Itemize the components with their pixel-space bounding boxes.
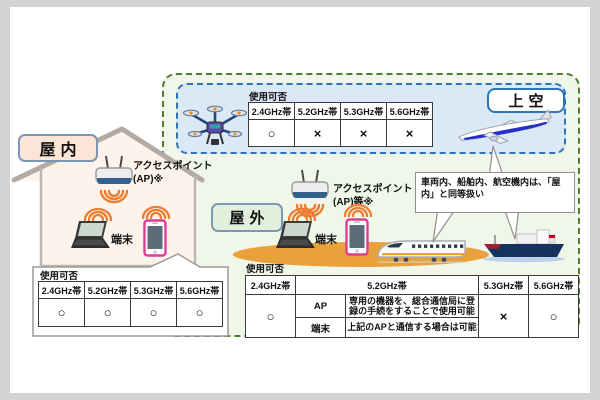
train-icon: [377, 240, 466, 263]
indoor-usage-title: 使用可否: [40, 271, 79, 282]
band-header-cell: 5.2GHz帯: [294, 102, 341, 120]
usage-value-cell: ○: [245, 294, 296, 338]
terminal-row-label: 端末: [295, 317, 346, 338]
vehicle-note-text: 車両内、船舶内、航空機内は、「屋内」と同等扱い: [421, 177, 561, 200]
laptop-icon: [71, 221, 110, 248]
indoor-access-point-icon: [95, 155, 133, 204]
outdoor-ap-label: アクセスポイント: [333, 184, 413, 195]
indoor-badge: 屋内: [18, 134, 98, 162]
band-header-cell: 5.3GHz帯: [130, 281, 177, 299]
usage-value-cell: ×: [294, 119, 341, 147]
band-header-cell: 2.4GHz帯: [245, 275, 296, 295]
indoor-usage-table: 2.4GHz帯 5.2GHz帯 5.3GHz帯 5.6GHz帯 ○ ○ ○ ○: [38, 281, 223, 327]
wifi-waves-icon: [343, 203, 373, 217]
outdoor-badge: 屋外: [211, 203, 283, 232]
usage-value-cell: ○: [176, 298, 223, 327]
indoor-ap-label-note: (AP)※: [133, 174, 164, 185]
drone-icon: [183, 105, 247, 145]
usage-value-cell: ×: [386, 119, 433, 147]
smartphone-icon: [143, 219, 167, 257]
vehicle-note-callout: 車両内、船舶内、航空機内は、「屋内」と同等扱い: [415, 172, 575, 213]
usage-value-cell: ○: [84, 298, 131, 327]
band-header-cell: 5.3GHz帯: [478, 275, 529, 295]
usage-value-cell: ○: [130, 298, 177, 327]
usage-value-cell: ○: [38, 298, 85, 327]
usage-value-cell: ×: [478, 294, 529, 338]
band-header-cell: 5.3GHz帯: [340, 102, 387, 120]
wifi-waves-icon: [141, 205, 171, 219]
ship-icon: [483, 229, 565, 263]
sky-usage-table: 2.4GHz帯 5.2GHz帯 5.3GHz帯 5.6GHz帯 ○ × × ×: [248, 102, 433, 147]
smartphone-icon: [345, 218, 369, 256]
band-header-cell: 5.6GHz帯: [386, 102, 433, 120]
wifi-waves-icon: [83, 207, 113, 221]
band-header-cell: 5.2GHz帯: [295, 275, 479, 295]
usage-value-cell: ○: [248, 119, 295, 147]
terminal-row-text: 上記のAPと通信する場合は可能: [345, 317, 479, 338]
band-header-cell: 5.6GHz帯: [528, 275, 579, 295]
ap-row-text: 専用の機器を、総合通信局に登録の手続をすることで使用可能: [345, 294, 479, 318]
laptop-icon: [276, 221, 315, 248]
usage-value-cell: ×: [340, 119, 387, 147]
band-header-cell: 5.2GHz帯: [84, 281, 131, 299]
indoor-ap-label: アクセスポイント: [133, 161, 213, 172]
airplane-icon: [458, 109, 552, 145]
band-header-cell: 2.4GHz帯: [38, 281, 85, 299]
outdoor-terminal-label: 端末: [315, 234, 337, 246]
outdoor-usage-table: 2.4GHz帯 5.2GHz帯 5.3GHz帯 5.6GHz帯 ○ AP 専用の…: [245, 275, 579, 338]
band-header-cell: 5.6GHz帯: [176, 281, 223, 299]
outdoor-ap-label-note: (AP)等※: [333, 197, 374, 208]
ap-row-label: AP: [295, 294, 346, 318]
band-header-cell: 2.4GHz帯: [248, 102, 295, 120]
indoor-terminal-label: 端末: [111, 234, 133, 246]
sky-usage-title: 使用可否: [249, 92, 288, 103]
outdoor-usage-title: 使用可否: [246, 264, 285, 275]
sky-badge: 上空: [487, 88, 565, 113]
usage-value-cell: ○: [528, 294, 579, 338]
wifi-waves-icon: [287, 207, 317, 221]
